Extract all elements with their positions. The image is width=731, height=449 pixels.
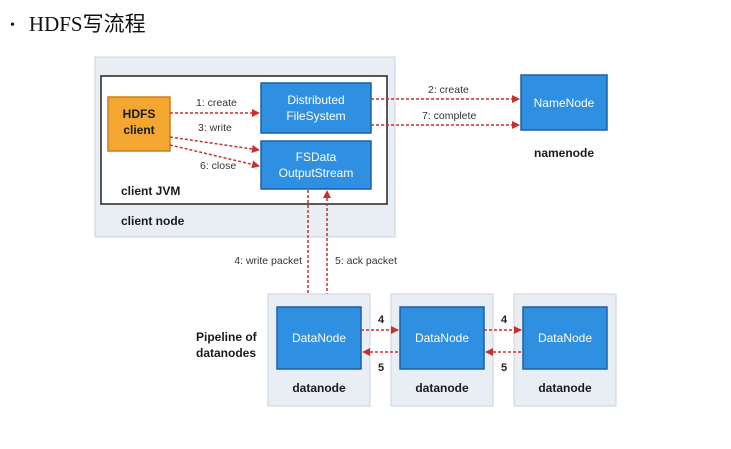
close-arrow xyxy=(169,144,260,169)
client-node-label: client node xyxy=(121,214,185,228)
fsdata-outputstream-box xyxy=(260,140,372,190)
datanode-3-box-label: DataNode xyxy=(538,331,592,345)
pipeline-label-line1: Pipeline of xyxy=(196,330,258,344)
hdfs-client-line2: client xyxy=(123,123,154,137)
client-jvm-label: client JVM xyxy=(121,184,180,198)
slide-title: • HDFS写流程 xyxy=(10,8,146,38)
namenode-box-label: NameNode xyxy=(534,96,595,110)
distributed-filesystem-box xyxy=(260,82,372,134)
create-arrow-label: 1: create xyxy=(196,97,237,109)
datanode-2-label: datanode xyxy=(415,381,469,395)
datanode-2-box xyxy=(399,306,485,370)
datanode-3-box xyxy=(522,306,608,370)
datanode-1-box-label: DataNode xyxy=(292,331,346,345)
distributed-filesystem-line1: Distributed xyxy=(287,93,344,107)
distributed-filesystem-line2: FileSystem xyxy=(286,109,345,123)
write-packet-label: 4: write packet xyxy=(234,255,302,267)
write-arrow-label: 3: write xyxy=(198,122,232,134)
pipe-back-1-label: 5 xyxy=(378,362,384,374)
datanode-1-box xyxy=(276,306,362,370)
datanode-2-box-label: DataNode xyxy=(415,331,469,345)
ack-packet-label: 5: ack packet xyxy=(335,255,397,267)
pipe-forward-1-label: 4 xyxy=(378,314,385,326)
close-arrow-label: 6: close xyxy=(200,160,236,172)
hdfs-client-line1: HDFS xyxy=(123,107,156,121)
datanode-3-label: datanode xyxy=(538,381,592,395)
namenode-box xyxy=(520,74,608,131)
namenode-label: namenode xyxy=(534,146,594,160)
nn-create-label: 2: create xyxy=(428,84,469,96)
nn-complete-label: 7: complete xyxy=(422,110,476,122)
hdfs-client-box xyxy=(107,96,171,152)
fsdata-outputstream-line2: OutputStream xyxy=(279,166,354,180)
slide-title-text: HDFS写流程 xyxy=(28,12,146,36)
pipe-forward-2-label: 4 xyxy=(501,314,508,326)
fsdata-outputstream-line1: FSData xyxy=(296,150,337,164)
pipeline-label-line2: datanodes xyxy=(196,346,256,360)
datanode-1-label: datanode xyxy=(292,381,346,395)
pipe-back-2-label: 5 xyxy=(501,362,507,374)
bullet-icon: • xyxy=(10,18,15,34)
